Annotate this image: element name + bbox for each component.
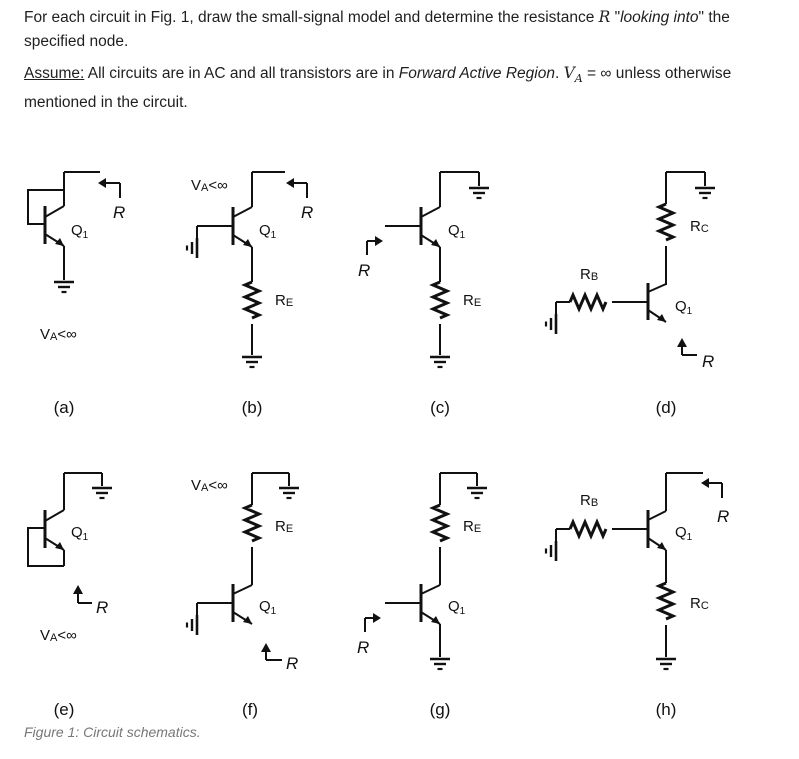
r-label-c: R bbox=[358, 261, 370, 280]
va-label-f: VA<∞ bbox=[191, 477, 228, 494]
circuit-c bbox=[366, 171, 491, 369]
transistor-label-g: Q1 bbox=[448, 598, 466, 617]
figure-caption: Figure 1: Circuit schematics. bbox=[24, 724, 201, 740]
r-label-b: R bbox=[301, 203, 313, 222]
transistor-label-a: Q1 bbox=[71, 222, 89, 241]
circuit-d bbox=[544, 171, 717, 356]
math-r: R bbox=[598, 8, 611, 26]
circuit-label-d: (d) bbox=[656, 398, 677, 417]
va-label-e: VA<∞ bbox=[40, 627, 77, 644]
r-label-f: R bbox=[286, 654, 298, 673]
circuit-label-g: (g) bbox=[430, 700, 451, 719]
re-label-f: RE bbox=[275, 518, 293, 535]
circuit-f bbox=[185, 472, 301, 661]
transistor-label-h: Q1 bbox=[675, 524, 693, 543]
rc-label-h: RC bbox=[690, 595, 709, 612]
transistor-label-b: Q1 bbox=[259, 222, 277, 241]
re-label-c: RE bbox=[463, 292, 481, 309]
r-label-h: R bbox=[717, 507, 729, 526]
re-label-b: RE bbox=[275, 292, 293, 309]
circuit-a bbox=[27, 171, 121, 294]
circuit-label-c: (c) bbox=[430, 398, 450, 417]
circuit-label-a: (a) bbox=[54, 398, 75, 417]
circuit-label-e: (e) bbox=[54, 700, 75, 719]
transistor-label-c: Q1 bbox=[448, 222, 466, 241]
intro-paragraph: For each circuit in Fig. 1, draw the sma… bbox=[24, 8, 730, 50]
rb-label-d: RB bbox=[580, 266, 598, 283]
re-label-g: RE bbox=[463, 518, 481, 535]
va-label-a: VA<∞ bbox=[40, 326, 77, 343]
r-label-a: R bbox=[113, 203, 125, 222]
r-label-g: R bbox=[357, 638, 369, 657]
transistor-label-d: Q1 bbox=[675, 298, 693, 317]
rc-label-d: RC bbox=[690, 218, 709, 235]
r-label-e: R bbox=[96, 598, 108, 617]
circuit-label-f: (f) bbox=[242, 700, 258, 719]
circuit-label-h: (h) bbox=[656, 700, 677, 719]
transistor-label-f: Q1 bbox=[259, 598, 277, 617]
transistor-label-e: Q1 bbox=[71, 524, 89, 543]
circuit-g bbox=[364, 472, 489, 671]
va-label-b: VA<∞ bbox=[191, 177, 228, 194]
r-label-d: R bbox=[702, 352, 714, 371]
assumption-paragraph: Assume: All circuits are in AC and all t… bbox=[24, 64, 732, 112]
circuit-label-b: (b) bbox=[242, 398, 263, 417]
circuit-b bbox=[185, 171, 308, 369]
circuit-h bbox=[544, 472, 723, 671]
circuit-e bbox=[27, 472, 114, 604]
rb-label-h: RB bbox=[580, 492, 598, 509]
assume-label: Assume: bbox=[24, 65, 85, 82]
